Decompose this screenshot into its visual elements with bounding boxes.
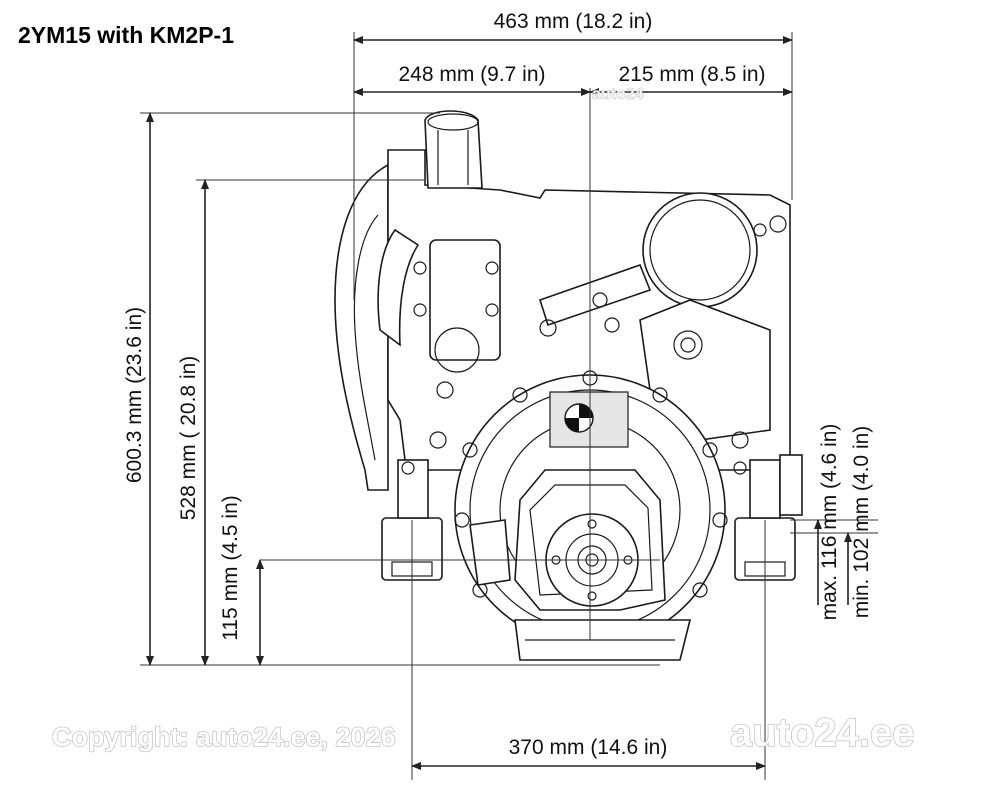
small-watermark: auto24 (592, 86, 644, 103)
copyright-watermark: Copyright: auto24.ee, 2026 (52, 722, 396, 752)
extension-lines (140, 32, 878, 780)
diagram-title: 2YM15 with KM2P-1 (18, 22, 234, 48)
dim-min-102: min. 102 mm (4.0 in) (850, 426, 873, 619)
dim-overall-height: 600.3 mm (23.6 in) (123, 307, 146, 483)
dimension-lines (146, 36, 852, 770)
brand-watermark: auto24.ee (730, 711, 915, 755)
engine-drawing (334, 110, 803, 661)
dim-height-115: 115 mm (4.5 in) (219, 495, 242, 641)
dim-height-528: 528 mm ( 20.8 in) (177, 356, 200, 521)
dim-max-116: max. 116 mm (4.6 in) (818, 424, 841, 621)
dim-mount-width: 370 mm (14.6 in) (509, 736, 668, 759)
dim-right-of-center: 215 mm (8.5 in) (618, 63, 765, 86)
dim-overall-width: 463 mm (18.2 in) (494, 10, 653, 33)
dim-left-of-center: 248 mm (9.7 in) (398, 63, 545, 86)
